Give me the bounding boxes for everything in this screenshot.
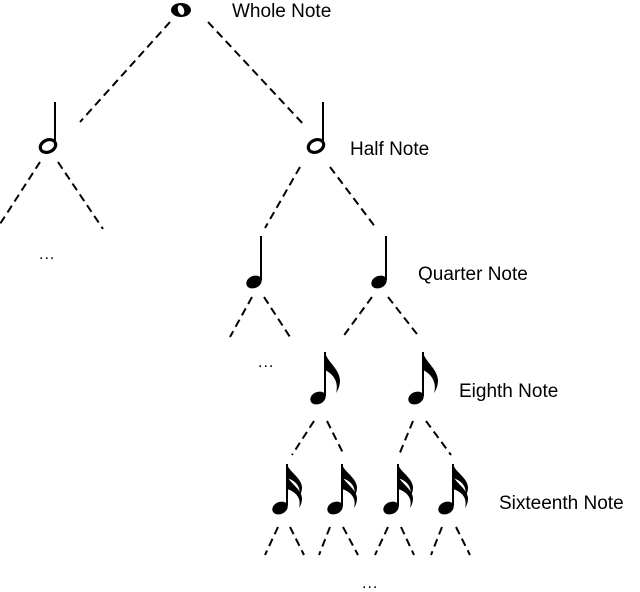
eighth-note-icon (408, 352, 438, 405)
label-sixteenth-note: Sixteenth Note (499, 493, 624, 514)
connector-sixteenth-1-branch-b (289, 526, 305, 556)
connector-half-to-quarter-left (264, 166, 301, 229)
ellipsis-half-branch: ... (39, 246, 56, 263)
half-note-icon (306, 102, 326, 155)
connector-eighth-2-branch-b (425, 420, 452, 456)
connector-whole-to-half-right (207, 21, 306, 127)
connector-eighth-1-branch-a (291, 420, 315, 456)
label-quarter-note: Quarter Note (418, 264, 528, 285)
label-whole-note: Whole Note (232, 1, 332, 22)
connector-sixteenth-2-branch-a (318, 526, 331, 556)
connector-half-to-quarter-right (329, 166, 377, 229)
sixteenth-note-icon (327, 464, 357, 515)
eighth-note-icon (310, 352, 340, 405)
whole-note-icon (171, 3, 191, 17)
connector-quarter-to-eighth-left (341, 296, 373, 339)
connector-quarter-to-eighth-right (387, 296, 421, 339)
sixteenth-note-icon (272, 464, 302, 515)
connector-sixteenth-2-branch-b (342, 526, 359, 556)
label-half-note: Half Note (350, 139, 430, 160)
label-eighth-note: Eighth Note (459, 381, 559, 402)
connector-sixteenth-4-branch-b (455, 526, 471, 556)
connector-half-left-branch-b (57, 161, 104, 230)
connector-eighth-1-branch-b (326, 420, 345, 456)
sixteenth-note-icon (438, 464, 468, 515)
tree-connectors (0, 21, 471, 556)
connector-sixteenth-3-branch-b (400, 526, 415, 556)
connector-quarter-left-branch-b (263, 296, 291, 338)
connector-whole-to-half-left (79, 21, 171, 123)
connector-eighth-2-branch-a (398, 420, 414, 456)
connector-sixteenth-1-branch-a (264, 526, 279, 556)
half-note-icon (38, 102, 58, 155)
connector-sixteenth-4-branch-a (430, 526, 443, 556)
connector-quarter-left-branch-a (229, 296, 253, 338)
ellipsis-sixteenth-branch: ... (362, 575, 379, 592)
quarter-note-icon (246, 236, 262, 289)
ellipsis-quarter-branch: ... (258, 354, 275, 371)
connector-half-left-branch-a (0, 161, 41, 225)
sixteenth-note-icon (383, 464, 413, 515)
connector-sixteenth-3-branch-a (374, 526, 389, 556)
quarter-note-icon (371, 236, 387, 289)
